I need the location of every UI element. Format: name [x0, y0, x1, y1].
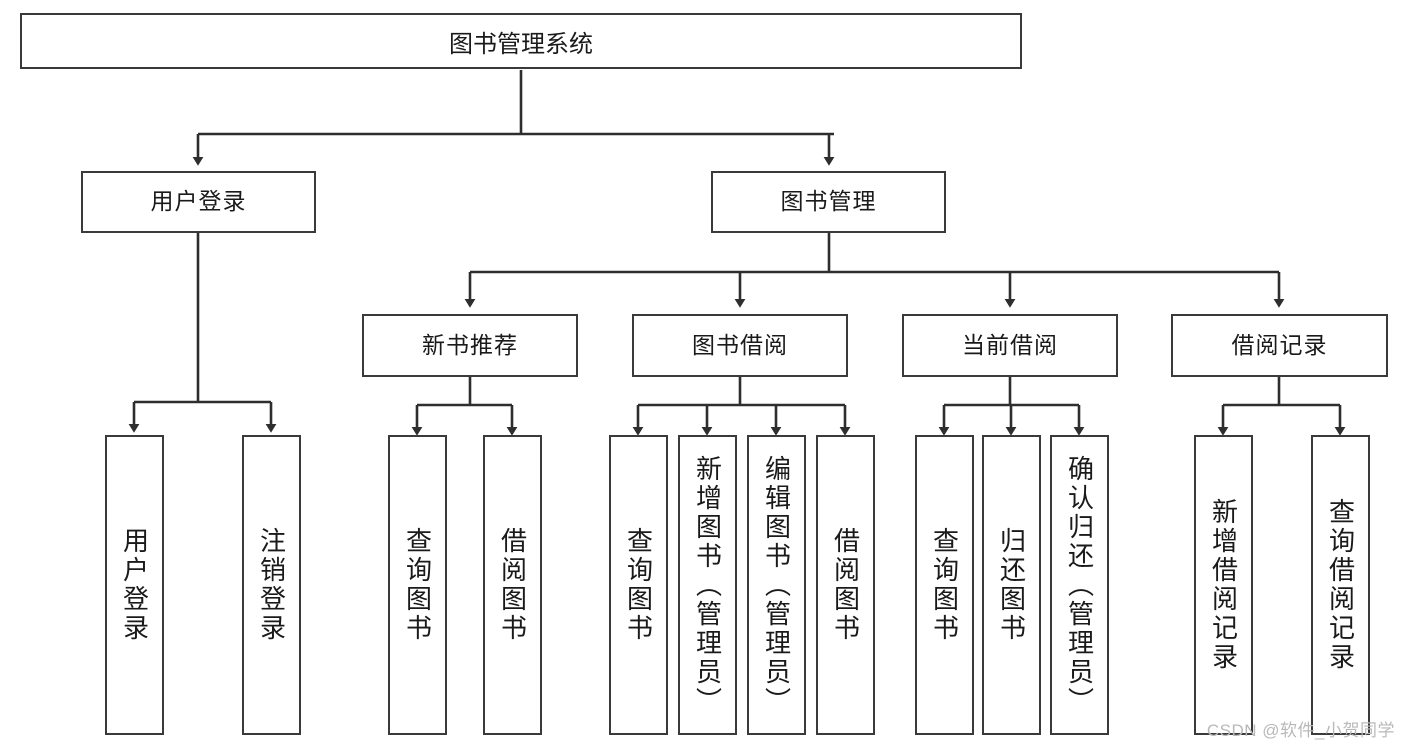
node-root-system[interactable]: 图书管理系统: [20, 13, 1022, 69]
node-book-management-label: 图书管理: [780, 188, 877, 215]
node-book-borrow-label: 图书借阅: [692, 331, 788, 358]
node-book-borrow[interactable]: 图书借阅: [632, 314, 848, 377]
leaf-logout[interactable]: 注销登录: [242, 435, 301, 735]
node-borrow-record[interactable]: 借阅记录: [1171, 314, 1388, 377]
leaf-confirm-return-admin-label: 确认归还（管理员）: [1064, 454, 1095, 716]
leaf-confirm-return-admin[interactable]: 确认归还（管理员）: [1050, 435, 1109, 735]
leaf-add-borrow-record-label: 新增借阅记录: [1208, 498, 1239, 672]
node-user-login[interactable]: 用户登录: [81, 171, 316, 233]
leaf-current-query-book-label: 查询图书: [929, 527, 960, 643]
leaf-return-book-label: 归还图书: [996, 527, 1027, 643]
node-root-label: 图书管理系统: [449, 30, 593, 58]
leaf-borrow-query-book-label: 查询图书: [623, 527, 654, 643]
node-user-login-label: 用户登录: [150, 188, 247, 215]
node-current-borrow[interactable]: 当前借阅: [902, 314, 1118, 377]
leaf-add-borrow-record[interactable]: 新增借阅记录: [1194, 435, 1253, 735]
watermark-credit: CSDN @软件_小贺同学: [1206, 721, 1395, 740]
leaf-return-book[interactable]: 归还图书: [982, 435, 1041, 735]
leaf-user-login-label: 用户登录: [119, 527, 150, 643]
leaf-logout-label: 注销登录: [256, 527, 287, 643]
node-borrow-record-label: 借阅记录: [1231, 331, 1328, 358]
node-current-borrow-label: 当前借阅: [962, 331, 1058, 358]
leaf-recommend-borrow-book-label: 借阅图书: [497, 527, 528, 643]
node-new-book-recommend[interactable]: 新书推荐: [362, 314, 578, 377]
leaf-query-borrow-record-label: 查询借阅记录: [1325, 498, 1356, 672]
leaf-current-query-book[interactable]: 查询图书: [915, 435, 974, 735]
leaf-edit-book-admin[interactable]: 编辑图书（管理员）: [747, 435, 806, 735]
leaf-recommend-query-book[interactable]: 查询图书: [388, 435, 447, 735]
node-book-management[interactable]: 图书管理: [711, 171, 946, 233]
leaf-user-login[interactable]: 用户登录: [105, 435, 164, 735]
node-new-book-recommend-label: 新书推荐: [422, 331, 518, 358]
leaf-add-book-admin-label: 新增图书（管理员）: [692, 454, 723, 716]
leaf-edit-book-admin-label: 编辑图书（管理员）: [761, 454, 792, 716]
leaf-recommend-query-book-label: 查询图书: [402, 527, 433, 643]
leaf-add-book-admin[interactable]: 新增图书（管理员）: [678, 435, 737, 735]
leaf-borrow-book-label: 借阅图书: [830, 527, 861, 643]
leaf-query-borrow-record[interactable]: 查询借阅记录: [1311, 435, 1370, 735]
leaf-borrow-query-book[interactable]: 查询图书: [609, 435, 668, 735]
leaf-recommend-borrow-book[interactable]: 借阅图书: [483, 435, 542, 735]
leaf-borrow-book[interactable]: 借阅图书: [816, 435, 875, 735]
